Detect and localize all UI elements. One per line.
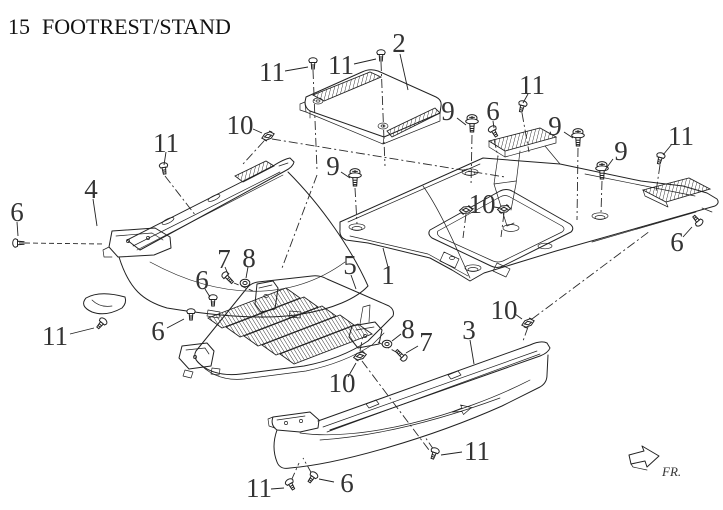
callout-label: 5	[343, 250, 357, 280]
callout-label: 6	[195, 265, 209, 295]
panel-mounting-holes	[348, 168, 609, 272]
left-cover-bracket	[102, 227, 172, 258]
callout-label: 11	[464, 436, 490, 466]
callout-label: 6	[151, 316, 165, 346]
panel-right-footpeg-pad	[641, 177, 713, 213]
part-4-left-side-cover	[83, 157, 369, 319]
callout-label: 11	[519, 70, 545, 100]
screw-6-icon	[690, 212, 705, 229]
right-cover-bumps	[365, 370, 462, 409]
panel-center-bracket	[487, 127, 561, 232]
callout-label: 7	[419, 327, 433, 357]
nut-8-icon	[239, 278, 251, 288]
front-arrow-icon	[628, 445, 660, 468]
callout-label: 11	[259, 57, 285, 87]
callout-label: 9	[548, 111, 562, 141]
mat-front-post	[254, 280, 279, 319]
callout-label: 10	[491, 295, 518, 325]
screw-6-icon	[12, 238, 25, 248]
mat-right-bracket	[348, 304, 383, 349]
screw-6-icon	[305, 469, 320, 486]
cover-plate-tab	[299, 101, 307, 113]
left-cover-grip-band	[234, 160, 275, 183]
bolt-7-icon	[393, 347, 409, 363]
part-2-cover-plate	[299, 69, 442, 145]
cover-plate-rim	[304, 102, 441, 145]
callout-label: 8	[401, 314, 415, 344]
callout-label: 7	[217, 244, 231, 274]
front-direction-label: FR.	[661, 464, 681, 479]
callout-label: 8	[242, 243, 256, 273]
left-cover-rail-lines	[132, 162, 289, 251]
callout-labels: 11 11 2 10 9 6 11 9 9 11 6 9 10 11 4 6 1…	[10, 28, 694, 503]
callout-label: 11	[246, 473, 272, 503]
front-direction-indicator: FR.	[628, 445, 681, 479]
right-cover-fold	[299, 379, 531, 436]
callout-label: 1	[381, 260, 395, 290]
screw-11-icon	[376, 49, 386, 62]
right-cover-skirt	[273, 354, 549, 469]
callout-label: 11	[153, 128, 179, 158]
callout-label: 2	[392, 28, 406, 58]
callout-label: 11	[42, 321, 68, 351]
screw-11-icon	[308, 57, 318, 70]
callout-label: 6	[670, 227, 684, 257]
panel-recess-inner	[436, 195, 565, 263]
callout-label: 10	[227, 110, 254, 140]
callout-label: 11	[328, 50, 354, 80]
callout-label: 10	[469, 189, 496, 219]
cover-plate-rib-band-left	[311, 71, 383, 102]
callout-label: 9	[614, 136, 628, 166]
callout-label: 9	[326, 151, 340, 181]
callout-label: 11	[668, 121, 694, 151]
screw-11-icon	[516, 99, 529, 114]
fasteners	[12, 49, 705, 492]
leader-lines	[16, 53, 693, 490]
screw-11-icon	[283, 476, 298, 492]
left-cover-fold	[149, 261, 346, 292]
rail-slot	[207, 194, 221, 202]
part-3-right-side-cover	[267, 341, 551, 469]
left-cover-rail	[126, 157, 295, 251]
right-cover-foot	[267, 411, 320, 433]
screw-9-icon	[465, 114, 479, 133]
clip-10-icon	[260, 129, 276, 143]
cover-plate-outline	[304, 69, 442, 138]
screw-6-icon	[186, 308, 196, 321]
part-5-footrest-mat	[178, 275, 394, 380]
screw-11-icon	[94, 315, 109, 332]
right-cover-rail	[317, 341, 551, 431]
callout-label: 9	[441, 96, 455, 126]
callout-label: 3	[462, 315, 476, 345]
panel-outline	[339, 157, 719, 282]
panel-inner-edges	[347, 163, 697, 277]
callout-label: 4	[84, 174, 98, 204]
panel-recess-outer	[428, 189, 574, 268]
callout-label: 6	[340, 468, 354, 498]
screw-9-icon	[571, 128, 585, 147]
nut-8-icon	[381, 339, 393, 349]
right-cover-streak	[319, 397, 501, 441]
callout-label: 6	[10, 197, 24, 227]
cover-plate-screw-bosses	[312, 97, 389, 130]
direction-emboss-arrow	[451, 404, 472, 415]
cover-plate-rib-band-right	[386, 107, 441, 138]
clip-10-icon	[497, 203, 511, 215]
mat-left-bracket	[178, 342, 221, 379]
rail-slot	[161, 217, 175, 225]
screw-9-icon	[348, 168, 362, 187]
right-cover-rail-lines	[322, 350, 541, 433]
callout-label: 10	[329, 368, 356, 398]
left-cover-foot	[83, 293, 127, 315]
part-1-floorboard-panel	[339, 127, 719, 282]
panel-lower-tabs	[439, 251, 511, 278]
screw-11-icon	[427, 446, 441, 461]
callout-label: 6	[486, 96, 500, 126]
